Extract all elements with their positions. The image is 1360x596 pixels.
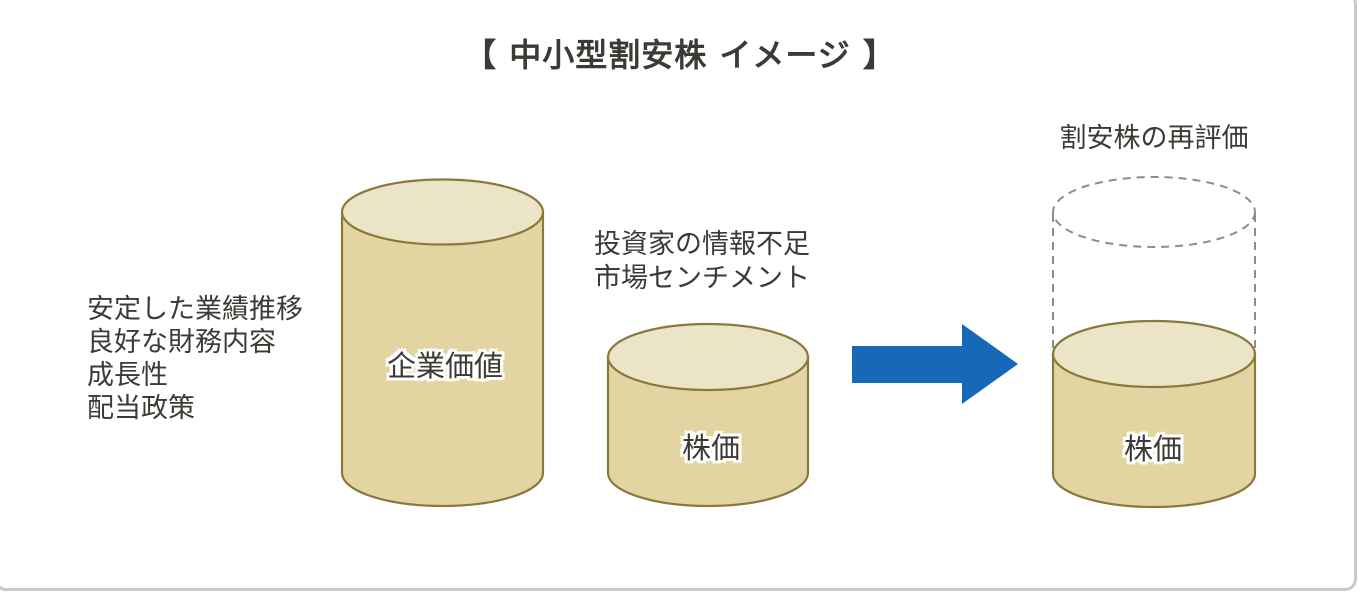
- dashed-top-ellipse: [1052, 176, 1256, 248]
- reevaluation-dashed-outline: [1052, 176, 1256, 352]
- stock-price-cylinder: [606, 322, 810, 508]
- enterprise-value-label: 企業価値: [386, 349, 504, 383]
- note-line: 市場センチメント: [594, 263, 810, 294]
- right-arrow-icon: [852, 324, 1018, 404]
- stock-price-label: 株価: [681, 431, 741, 465]
- reevaluated-stock-price-label: 株価: [1123, 432, 1183, 466]
- stock-price-cylinder-top: [606, 322, 810, 392]
- reevaluated-stock-price-cylinder: [1051, 319, 1257, 509]
- enterprise-value-cylinder-body: [340, 210, 545, 508]
- stock-price-cylinder-body: [606, 355, 810, 508]
- left-factors-list: 安定した業績推移 良好な財務内容 成長性 配当政策: [87, 293, 303, 425]
- reevaluated-stock-price-cylinder-top: [1051, 319, 1257, 389]
- factor-line: 配当政策: [87, 393, 195, 424]
- factor-line: 成長性: [87, 360, 168, 391]
- factor-line: 良好な財務内容: [87, 327, 276, 358]
- reevaluated-stock-price-cylinder-body: [1051, 352, 1257, 509]
- middle-note: 投資家の情報不足 市場センチメント: [594, 228, 810, 296]
- factor-line: 安定した業績推移: [87, 294, 303, 325]
- reevaluation-caption: 割安株の再評価: [1059, 123, 1249, 154]
- page-title: 【 中小型割安株 イメージ 】: [464, 36, 896, 74]
- enterprise-value-cylinder-top: [340, 178, 545, 246]
- note-line: 投資家の情報不足: [594, 229, 810, 260]
- enterprise-value-cylinder: [340, 178, 545, 508]
